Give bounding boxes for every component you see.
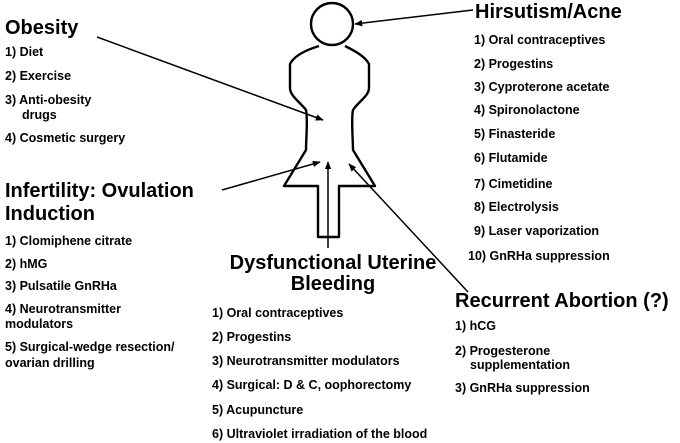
hirsutism-item: 1) Oral contraceptives <box>474 33 606 47</box>
infertility-title-line: Infertility: Ovulation <box>5 180 194 202</box>
figure-head <box>309 1 355 47</box>
hirsutism-item: 9) Laser vaporization <box>474 224 600 238</box>
hirsutism-item: 8) Electrolysis <box>474 200 559 214</box>
infertility-arrow <box>221 160 321 191</box>
obesity-item: 3) Anti-obesity <box>5 93 92 107</box>
hirsutism-item: 2) Progestins <box>474 57 554 71</box>
obesity-item-continued: drugs <box>22 108 57 122</box>
hirsutism-item: 5) Finasteride <box>474 127 556 141</box>
dub-title-line: Bleeding <box>290 273 376 295</box>
hirsutism-title: Hirsutism/Acne <box>475 1 622 23</box>
infertility-item-continued: modulators <box>5 317 74 331</box>
dub-item: 1) Oral contraceptives <box>212 306 344 320</box>
abortion-item: 1) hCG <box>455 319 496 333</box>
infertility-item: 4) Neurotransmitter <box>5 302 121 316</box>
dub-title-line: Dysfunctional Uterine <box>229 252 437 274</box>
abortion-item: 2) Progesterone <box>455 344 551 358</box>
abortion-item-continued: supplementation <box>470 358 571 372</box>
figure-body <box>282 44 377 239</box>
dub-item: 2) Progestins <box>212 330 292 344</box>
infertility-item-continued: ovarian drilling <box>5 356 95 370</box>
abortion-title: Recurrent Abortion (?) <box>455 290 669 312</box>
infertility-item: 1) Clomiphene citrate <box>5 234 133 248</box>
infertility-item: 5) Surgical-wedge resection/ <box>5 340 175 354</box>
arrows <box>96 9 474 293</box>
hirsutism-item: 10) GnRHa suppression <box>468 249 610 263</box>
hirsutism-item: 7) Cimetidine <box>474 177 553 191</box>
dub-item: 5) Acupuncture <box>212 403 304 417</box>
dub-item: 6) Ultraviolet irradiation of the blood <box>212 427 428 441</box>
hirsutism-item: 3) Cyproterone acetate <box>474 80 610 94</box>
obesity-item: 1) Diet <box>5 45 44 59</box>
infertility-item: 3) Pulsatile GnRHa <box>5 279 117 293</box>
obesity-item: 2) Exercise <box>5 69 72 83</box>
hirsutism-item: 6) Flutamide <box>474 151 548 165</box>
obesity-arrow <box>96 36 324 121</box>
abortion-arrow <box>348 163 469 293</box>
dub-item: 4) Surgical: D & C, oophorectomy <box>212 378 412 392</box>
infertility-item: 2) hMG <box>5 257 48 271</box>
obesity-title: Obesity <box>5 17 79 39</box>
dub-item: 3) Neurotransmitter modulators <box>212 354 400 368</box>
hirsutism-item: 4) Spironolactone <box>474 103 580 117</box>
hirsutism-arrow <box>354 9 474 27</box>
abortion-item: 3) GnRHa suppression <box>455 381 590 395</box>
woman-figure-icon <box>282 1 377 239</box>
obesity-item: 4) Cosmetic surgery <box>5 131 126 145</box>
infertility-title-line: Induction <box>5 203 95 225</box>
